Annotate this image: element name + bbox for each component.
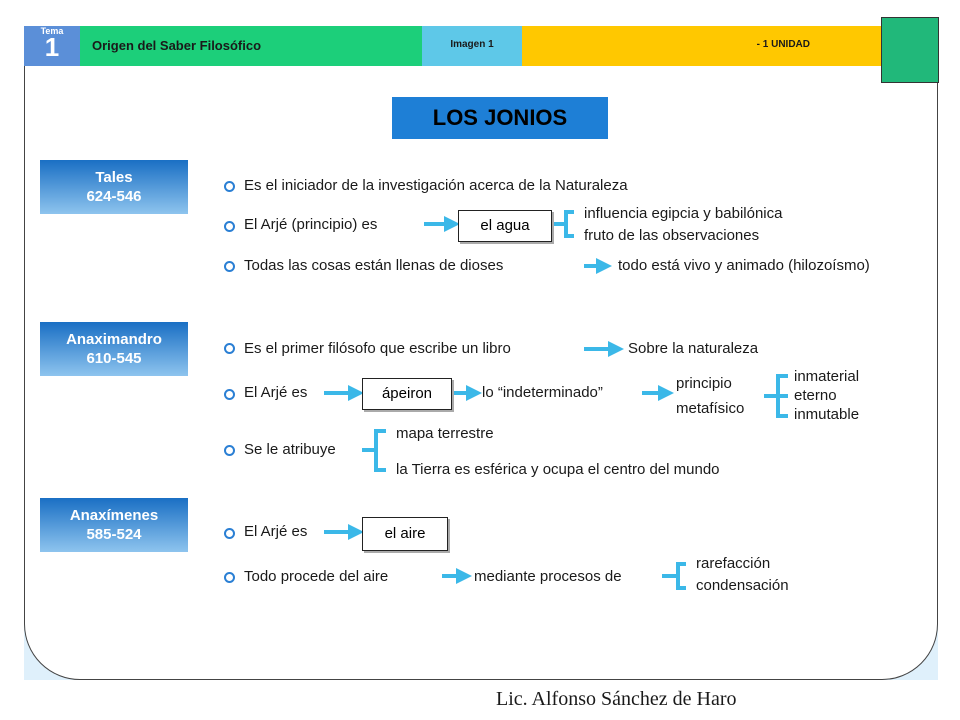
author-signature: Lic. Alfonso Sánchez de Haro [496,688,737,710]
header-image-bar: Imagen 1 [422,26,522,66]
anaximandro-attributes-label: Se le atribuye [244,441,336,458]
tales-arje-label: El Arjé (principio) es [244,216,378,233]
corner-decoration [881,17,939,83]
bullet-icon [224,221,235,232]
tema-label: Tema [40,26,64,36]
header-title-bar: Origen del Saber Filosófico [80,26,422,66]
anaximandro-arje-box: ápeiron [362,378,452,410]
bullet-icon [224,181,235,192]
anaximenes-line2-b: mediante procesos de [474,568,622,585]
anaximandro-attribute-2: la Tierra es esférica y ocupa el centro … [396,461,720,478]
header-tema-badge: Tema 1 [24,26,80,66]
philosopher-name: Anaximandro [66,331,162,348]
tales-line3-a: Todas las cosas están llenas de dioses [244,257,504,274]
header-title: Origen del Saber Filosófico [92,38,262,53]
bullet-icon [224,389,235,400]
philosopher-name: Tales [95,169,133,186]
philosopher-anaximandro: Anaximandro 610-545 [40,322,188,376]
principle-attr-1: inmaterial [794,368,860,385]
philosopher-name: Anaxímenes [69,507,159,524]
bracket-procesos [662,562,686,590]
philosopher-dates: 585-524 [86,526,142,543]
anaximandro-arje-label: El Arjé es [244,384,308,401]
tales-line1: Es el iniciador de la investigación acer… [244,177,628,194]
bullet-icon [224,261,235,272]
anaximenes-arje-box: el aire [362,517,448,551]
philosopher-dates: 610-545 [86,350,142,367]
anaximandro-principle-1: principio [676,375,732,392]
anaximandro-principle-2: metafísico [676,400,745,417]
tales-arje-branch-1: influencia egipcia y babilónica [584,205,783,222]
anaximenes-process-2: condensación [696,577,789,594]
bracket-principio-attrs [764,374,788,418]
anaximandro-arje-meaning: lo “indeterminado” [482,384,603,401]
philosopher-dates: 624-546 [86,188,142,205]
header-unit-label: - 1 UNIDAD [756,39,810,50]
anaximandro-line1-b: Sobre la naturaleza [628,340,759,357]
anaximenes-process-1: rarefacción [696,555,771,572]
header-image-label: Imagen 1 [450,39,494,50]
tales-line3-b: todo está vivo y animado (hilozoísmo) [618,257,870,274]
bullet-icon [224,343,235,354]
header-unit-bar: - 1 UNIDAD [522,26,882,66]
bullet-icon [224,572,235,583]
anaximandro-attribute-1: mapa terrestre [396,425,494,442]
bullet-icon [224,528,235,539]
principle-attr-3: inmutable [794,406,860,423]
philosopher-anaximenes: Anaxímenes 585-524 [40,498,188,552]
bracket-atribuye [362,429,386,472]
tales-arje-branch-2: fruto de las observaciones [584,227,760,244]
bullet-icon [224,445,235,456]
philosopher-tales: Tales 624-546 [40,160,188,214]
tema-number: 1 [44,32,60,62]
anaximandro-line1-a: Es el primer filósofo que escribe un lib… [244,340,511,357]
anaximenes-arje-label: El Arjé es [244,523,308,540]
tales-arje-box: el agua [458,210,552,242]
main-title: LOS JONIOS [392,97,608,139]
anaximenes-line2-a: Todo procede del aire [244,568,389,585]
principle-attr-2: eterno [794,387,837,404]
